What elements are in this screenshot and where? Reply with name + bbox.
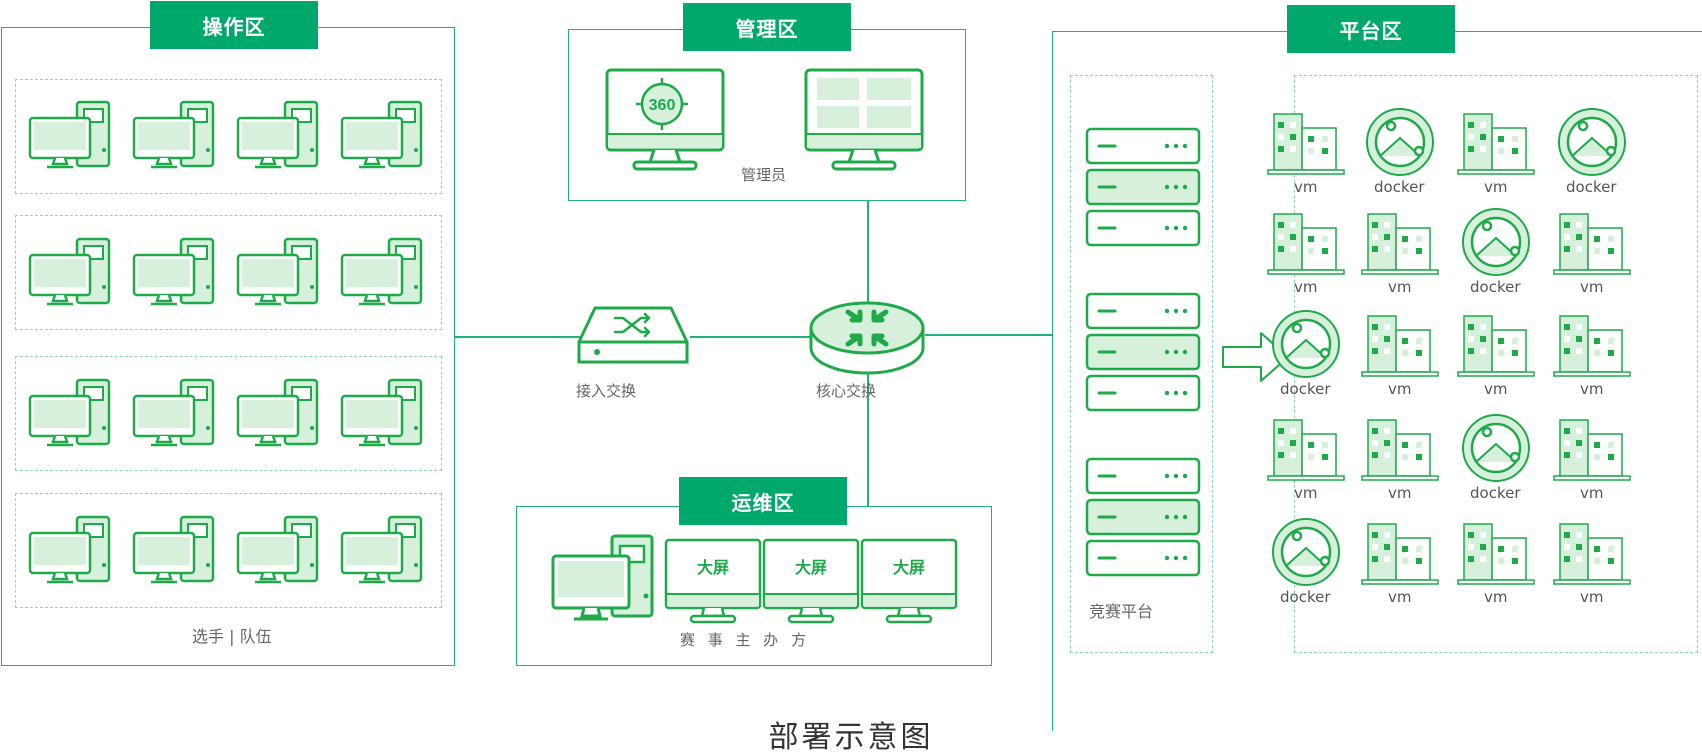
vm-label: vm <box>1580 588 1604 606</box>
svg-text:大屏: 大屏 <box>893 558 925 577</box>
big-screen-icon: 大屏 <box>664 538 762 628</box>
link-core-management <box>867 199 869 307</box>
vm-label: vm <box>1484 588 1508 606</box>
link-core-maintenance <box>867 368 869 506</box>
vm-label: vm <box>1388 380 1412 398</box>
core-switch-icon <box>808 298 926 380</box>
security-monitor-icon: 360 <box>604 68 726 174</box>
operations-caption: 选手 | 队伍 <box>192 627 272 646</box>
ops-workstation-icon <box>550 534 656 622</box>
virtual-machine-icon <box>1456 112 1536 176</box>
maintenance-caption: 赛 事 主 办 方 <box>680 631 811 649</box>
vm-label: vm <box>1484 178 1508 196</box>
core-switch-label: 核心交换 <box>816 382 877 400</box>
server-rack-icon <box>1085 126 1201 250</box>
docker-container-icon <box>1460 412 1532 484</box>
vm-label: vm <box>1388 484 1412 502</box>
operations-zone-title: 操作区 <box>150 1 318 49</box>
workstation-icon <box>236 100 320 170</box>
workstation-icon <box>132 378 216 448</box>
docker-label: docker <box>1374 178 1425 196</box>
virtual-machine-icon <box>1552 522 1632 586</box>
workstation-icon <box>132 515 216 585</box>
workstation-icon <box>340 100 424 170</box>
workstation-icon <box>340 237 424 307</box>
link-core-platform <box>925 334 1053 336</box>
competition-platform-caption: 竞赛平台 <box>1089 602 1154 621</box>
virtual-machine-icon <box>1266 212 1346 276</box>
docker-label: docker <box>1280 380 1331 398</box>
dashboard-monitor-icon <box>803 68 925 174</box>
workstation-icon <box>236 515 320 585</box>
workstation-icon <box>236 378 320 448</box>
docker-label: docker <box>1470 484 1521 502</box>
vm-label: vm <box>1294 278 1318 296</box>
workstation-icon <box>132 237 216 307</box>
svg-text:大屏: 大屏 <box>697 558 729 577</box>
docker-container-icon <box>1364 106 1436 178</box>
badge-360-text: 360 <box>649 97 676 114</box>
vm-label: vm <box>1580 380 1604 398</box>
team-group-1 <box>15 79 442 194</box>
workstation-icon <box>340 378 424 448</box>
competition-servers-group <box>1070 75 1213 653</box>
management-caption: 管理员 <box>741 166 787 184</box>
docker-container-icon <box>1556 106 1628 178</box>
virtual-machine-icon <box>1360 314 1440 378</box>
arrow-right-icon <box>1221 330 1291 384</box>
docker-label: docker <box>1566 178 1617 196</box>
virtual-machine-icon <box>1266 112 1346 176</box>
team-group-2 <box>15 215 442 330</box>
link-operations-access <box>455 336 581 338</box>
server-rack-icon <box>1085 456 1201 580</box>
diagram-caption: 部署示意图 <box>768 720 934 755</box>
docker-container-icon <box>1270 308 1342 380</box>
workstation-icon <box>28 378 112 448</box>
workstation-icon <box>28 515 112 585</box>
maintenance-zone-title: 运维区 <box>679 477 847 525</box>
docker-container-icon <box>1270 516 1342 588</box>
link-access-core <box>690 336 810 338</box>
docker-label: docker <box>1470 278 1521 296</box>
virtual-machine-icon <box>1456 522 1536 586</box>
workstation-icon <box>236 237 320 307</box>
virtual-machine-icon <box>1360 522 1440 586</box>
virtual-machine-icon <box>1552 418 1632 482</box>
virtual-machine-icon <box>1456 314 1536 378</box>
team-group-3 <box>15 356 442 471</box>
docker-container-icon <box>1460 206 1532 278</box>
workstation-icon <box>28 237 112 307</box>
virtual-machine-icon <box>1552 314 1632 378</box>
big-screen-icon: 大屏 <box>762 538 860 628</box>
vm-label: vm <box>1580 484 1604 502</box>
big-screen-icon: 大屏 <box>860 538 958 628</box>
vm-label: vm <box>1580 278 1604 296</box>
platform-zone-title: 平台区 <box>1287 5 1455 53</box>
virtual-machine-icon <box>1552 212 1632 276</box>
workstation-icon <box>28 100 112 170</box>
access-switch-icon <box>575 304 691 368</box>
svg-text:大屏: 大屏 <box>795 558 827 577</box>
vm-label: vm <box>1388 278 1412 296</box>
virtual-machine-icon <box>1360 418 1440 482</box>
vm-label: vm <box>1388 588 1412 606</box>
vm-label: vm <box>1294 178 1318 196</box>
docker-label: docker <box>1280 588 1331 606</box>
team-group-4 <box>15 493 442 608</box>
virtual-machine-icon <box>1360 212 1440 276</box>
vm-label: vm <box>1294 484 1318 502</box>
workstation-icon <box>132 100 216 170</box>
server-rack-icon <box>1085 291 1201 415</box>
management-zone-title: 管理区 <box>683 3 851 51</box>
workstation-icon <box>340 515 424 585</box>
virtual-machine-icon <box>1266 418 1346 482</box>
vm-label: vm <box>1484 380 1508 398</box>
access-switch-label: 接入交换 <box>576 382 637 400</box>
